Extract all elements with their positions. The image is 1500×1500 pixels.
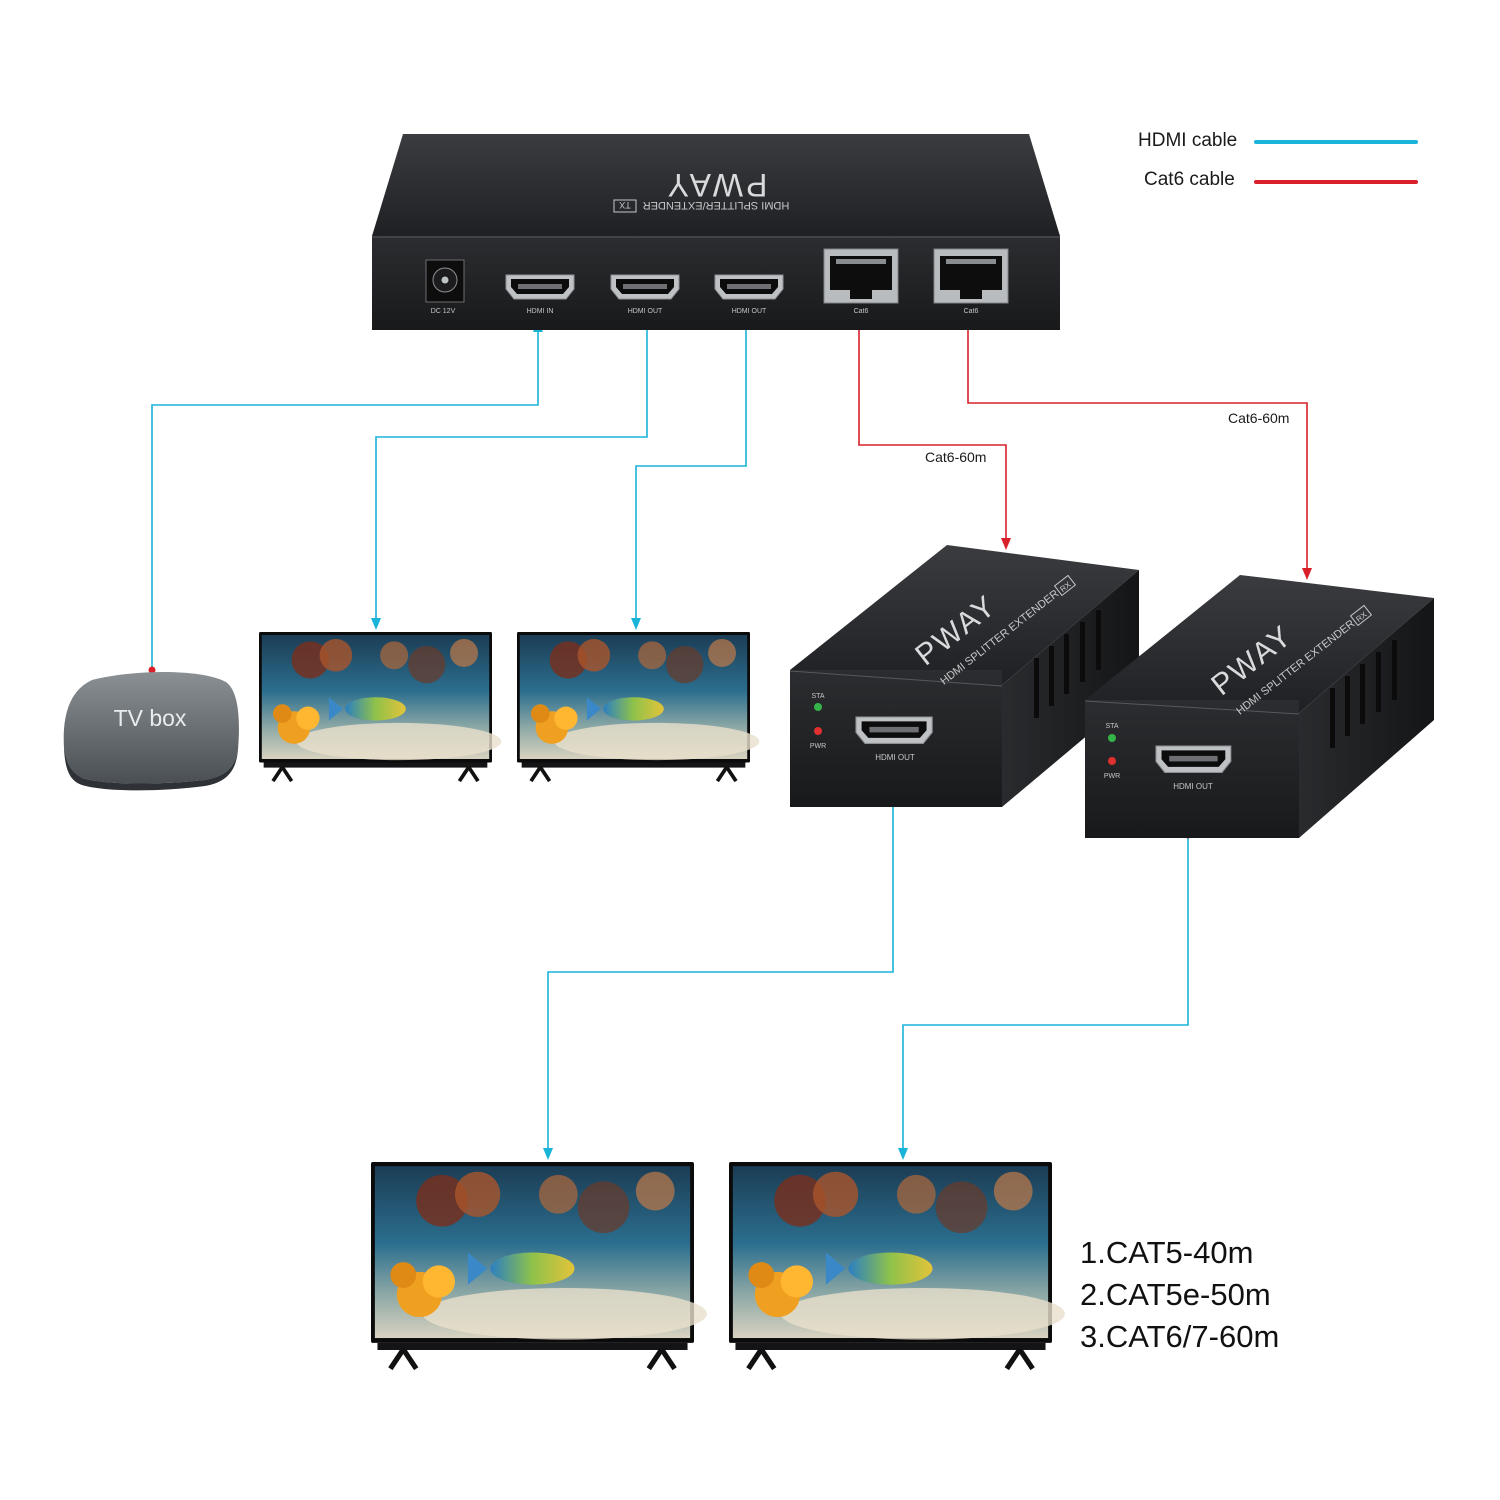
receiver-1-port-label: HDMI OUT xyxy=(875,753,915,762)
tv-box-icon: TV box xyxy=(63,672,239,791)
hdmi-cable-out2-to-tv2 xyxy=(635,310,747,625)
legend: HDMI cable Cat6 cable xyxy=(1138,130,1418,190)
cat6-cables xyxy=(858,310,1308,575)
cat6-port2-icon xyxy=(933,248,1009,304)
cat6-cable-to-rx2 xyxy=(967,310,1308,575)
receiver-2-sta-led-icon xyxy=(1108,734,1116,742)
cat6-cable-to-rx1 xyxy=(858,310,1007,545)
port-label-hdmi-in: HDMI IN xyxy=(527,308,554,315)
hdmi-cable-out1-to-tv1 xyxy=(375,310,648,625)
transmitter-badge: TX xyxy=(619,200,631,210)
tv-icon-1 xyxy=(257,630,504,783)
tv-icon-2 xyxy=(515,630,762,783)
dc-jack-icon xyxy=(425,259,465,303)
hdmi-out1-port-icon xyxy=(610,274,680,300)
receiver-2-sta-label: STA xyxy=(1105,723,1118,730)
port-label-cat6-1: Cat6 xyxy=(854,308,869,315)
hdmi-cables xyxy=(151,310,1189,1155)
hdmi-cable-rx1-to-tv3 xyxy=(547,803,894,1155)
receiver-1-pwr-led-icon xyxy=(814,727,822,735)
receiver-1-sta-label: STA xyxy=(811,693,824,700)
hdmi-cable-rx2-to-tv4 xyxy=(902,835,1189,1155)
receiver-2-pwr-led-icon xyxy=(1108,757,1116,765)
transmitter-model: HDMI SPLITTER/EXTENDER xyxy=(643,199,790,211)
spec-item-cat5e: 2.CAT5e-50m xyxy=(1080,1277,1271,1312)
receiver-2-hdmi-out-port-icon xyxy=(1155,745,1232,773)
transmitter-brand: PWAY xyxy=(665,167,768,203)
receiver-2-port-label: HDMI OUT xyxy=(1173,782,1213,791)
receiver-2-pwr-label: PWR xyxy=(1104,773,1120,780)
port-label-cat6-2: Cat6 xyxy=(964,308,979,315)
legend-cat6-label: Cat6 cable xyxy=(1144,169,1235,190)
cable-spec-list: 1.CAT5-40m 2.CAT5e-50m 3.CAT6/7-60m xyxy=(1080,1232,1279,1358)
cat6-port1-icon xyxy=(823,248,899,304)
cable-length-label-rx1: Cat6-60m xyxy=(925,449,986,465)
spec-item-cat5: 1.CAT5-40m xyxy=(1080,1235,1254,1270)
port-label-hdmi-out2: HDMI OUT xyxy=(732,308,767,315)
cable-length-label-rx2: Cat6-60m xyxy=(1228,410,1289,426)
tv-box-label: TV box xyxy=(114,705,187,731)
spec-item-cat6-7: 3.CAT6/7-60m xyxy=(1080,1319,1280,1354)
tv-icon-3 xyxy=(371,1162,707,1369)
port-label-hdmi-out1: HDMI OUT xyxy=(628,308,663,315)
receiver-unit-1: PWAY HDMI SPLITTER EXTENDER RX STA PWR H… xyxy=(789,545,1139,807)
receiver-1-hdmi-out-port-icon xyxy=(855,716,933,744)
receiver-1-pwr-label: PWR xyxy=(810,743,826,750)
receiver-unit-2: PWAY HDMI SPLITTER EXTENDER RX STA PWR H… xyxy=(1084,575,1434,838)
legend-hdmi-label: HDMI cable xyxy=(1138,130,1237,151)
receiver-1-sta-led-icon xyxy=(814,703,822,711)
port-label-dc: DC 12V xyxy=(431,308,456,315)
hdmi-in-port-icon xyxy=(505,274,575,300)
hdmi-out2-port-icon xyxy=(714,274,784,300)
tv-icon-4 xyxy=(729,1162,1065,1369)
cat6-arrowheads xyxy=(1001,538,1312,580)
transmitter-top xyxy=(372,134,1060,236)
transmitter-unit: PWAY HDMI SPLITTER/EXTENDER TX DC 12V HD… xyxy=(372,134,1060,330)
hdmi-cable-tvbox-to-hdmi-in xyxy=(151,322,539,668)
